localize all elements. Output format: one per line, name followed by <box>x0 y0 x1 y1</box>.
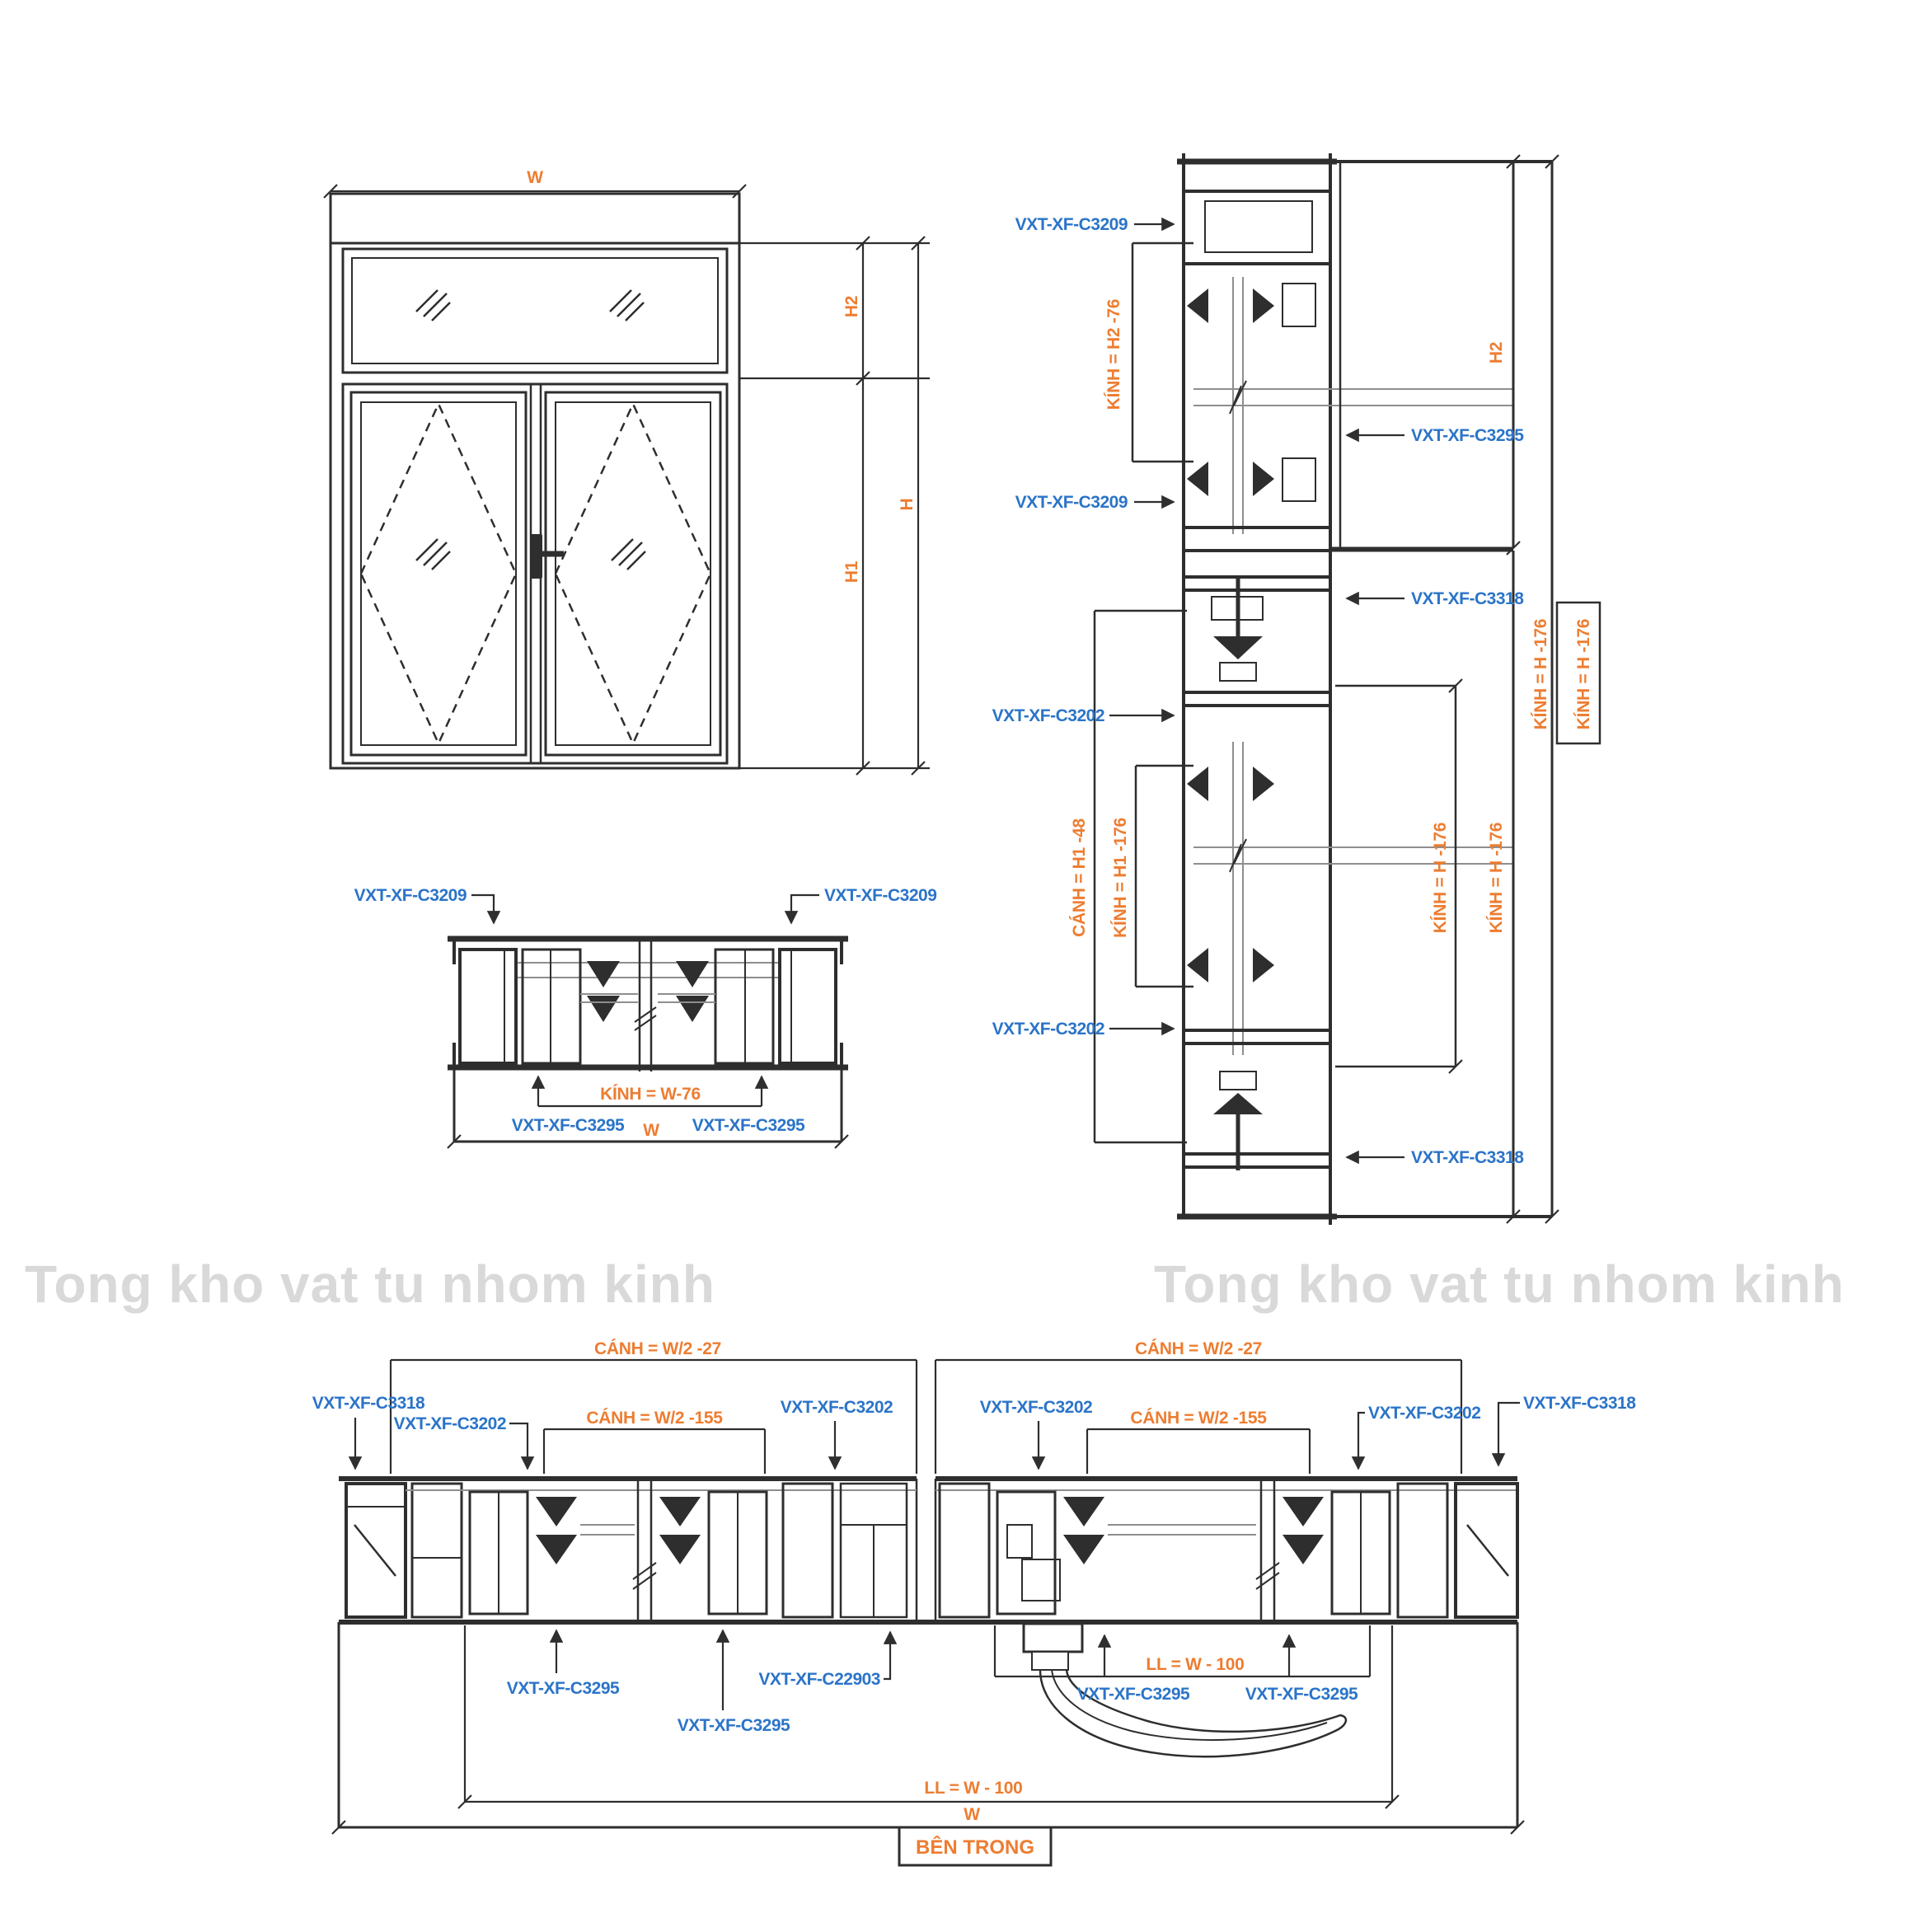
dim-label-canh-w2-27-left: CÁNH = W/2 -27 <box>594 1339 721 1358</box>
dim-label-kinh-h-176-c: KÍNH = H -176 <box>1531 619 1550 729</box>
dim-label-canh-h1-48: CÁNH = H1 -48 <box>1070 818 1089 937</box>
dim-label-kinh-h-176-d: KÍNH = H -176 <box>1574 619 1593 729</box>
part-label-c3202-l2: VXT-XF-C3202 <box>781 1398 893 1417</box>
dim-label-h: H <box>898 499 917 511</box>
part-label-c3295-1: VXT-XF-C3295 <box>507 1679 620 1698</box>
part-label-c3202-l1: VXT-XF-C3202 <box>394 1414 506 1433</box>
ben-trong-box <box>898 1826 1053 1867</box>
part-label-c3209-right: VXT-XF-C3209 <box>824 886 936 905</box>
part-label-c3209-left: VXT-XF-C3209 <box>354 886 467 905</box>
label-ben-trong: BÊN TRONG <box>916 1836 1034 1859</box>
watermark-right: Tong kho vat tu nhom kinh <box>1154 1254 1845 1314</box>
part-label-c3295: VXT-XF-C3295 <box>1411 426 1524 445</box>
part-label-c3318-top: VXT-XF-C3318 <box>1411 589 1524 608</box>
dim-label-w: W <box>527 168 543 187</box>
part-label-c3209-top: VXT-XF-C3209 <box>1015 215 1128 234</box>
part-label-c3318-right: VXT-XF-C3318 <box>1523 1394 1636 1413</box>
part-label-c3318-bot: VXT-XF-C3318 <box>1411 1148 1524 1167</box>
dim-label-h1: H1 <box>842 560 861 583</box>
part-label-c3202-r1: VXT-XF-C3202 <box>980 1398 1092 1417</box>
dim-label-kinh-h1-176: KÍNH = H1 -176 <box>1111 818 1130 938</box>
dim-label-w-bottom: W <box>964 1805 980 1824</box>
part-label-c3318-left: VXT-XF-C3318 <box>312 1394 425 1413</box>
vertical-section-view: VXT-XF-C3209 VXT-XF-C3295 VXT-XF-C3209 V… <box>992 153 1601 1225</box>
part-label-c3202-bot: VXT-XF-C3202 <box>992 1020 1104 1039</box>
dim-label-w-section: W <box>643 1121 659 1140</box>
dim-label-canh-w2-155-left: CÁNH = W/2 -155 <box>586 1409 723 1428</box>
elevation-view: W H2 H1 H <box>323 168 930 776</box>
part-label-c3295-3: VXT-XF-C3295 <box>1077 1685 1190 1704</box>
part-label-c22903: VXT-XF-C22903 <box>758 1670 880 1689</box>
watermark-left: Tong kho vat tu nhom kinh <box>25 1254 715 1314</box>
dim-label-kinh-h2-76: KÍNH = H2 -76 <box>1104 299 1123 410</box>
part-label-c3202-r2: VXT-XF-C3202 <box>1368 1404 1480 1423</box>
dim-label-ll-small: LL = W - 100 <box>1146 1655 1244 1674</box>
casement-horizontal-section-view: CÁNH = W/2 -27 CÁNH = W/2 -27 CÁNH = W/2… <box>312 1339 1637 1867</box>
part-label-c3295-left: VXT-XF-C3295 <box>512 1116 625 1135</box>
part-label-c3295-right: VXT-XF-C3295 <box>692 1116 805 1135</box>
transom-horizontal-section-view: VXT-XF-C3209 VXT-XF-C3209 <box>354 886 937 1149</box>
dim-label-ll-big: LL = W - 100 <box>924 1779 1022 1798</box>
dim-label-h2-section: H2 <box>1487 342 1506 363</box>
part-label-c3202-top: VXT-XF-C3202 <box>992 706 1104 725</box>
part-label-c3295-2: VXT-XF-C3295 <box>678 1716 790 1735</box>
dim-label-kinh-w-76: KÍNH = W-76 <box>600 1085 701 1104</box>
part-label-c3209-mid: VXT-XF-C3209 <box>1015 493 1128 512</box>
part-label-c3295-4: VXT-XF-C3295 <box>1245 1685 1358 1704</box>
dim-label-h2: H2 <box>842 296 861 317</box>
dim-label-kinh-h-176-a: KÍNH = H -176 <box>1431 823 1450 933</box>
dim-label-canh-w2-27-right: CÁNH = W/2 -27 <box>1135 1339 1262 1358</box>
dim-label-canh-w2-155-right: CÁNH = W/2 -155 <box>1130 1409 1267 1428</box>
dim-label-kinh-h-176-b: KÍNH = H -176 <box>1487 823 1506 933</box>
